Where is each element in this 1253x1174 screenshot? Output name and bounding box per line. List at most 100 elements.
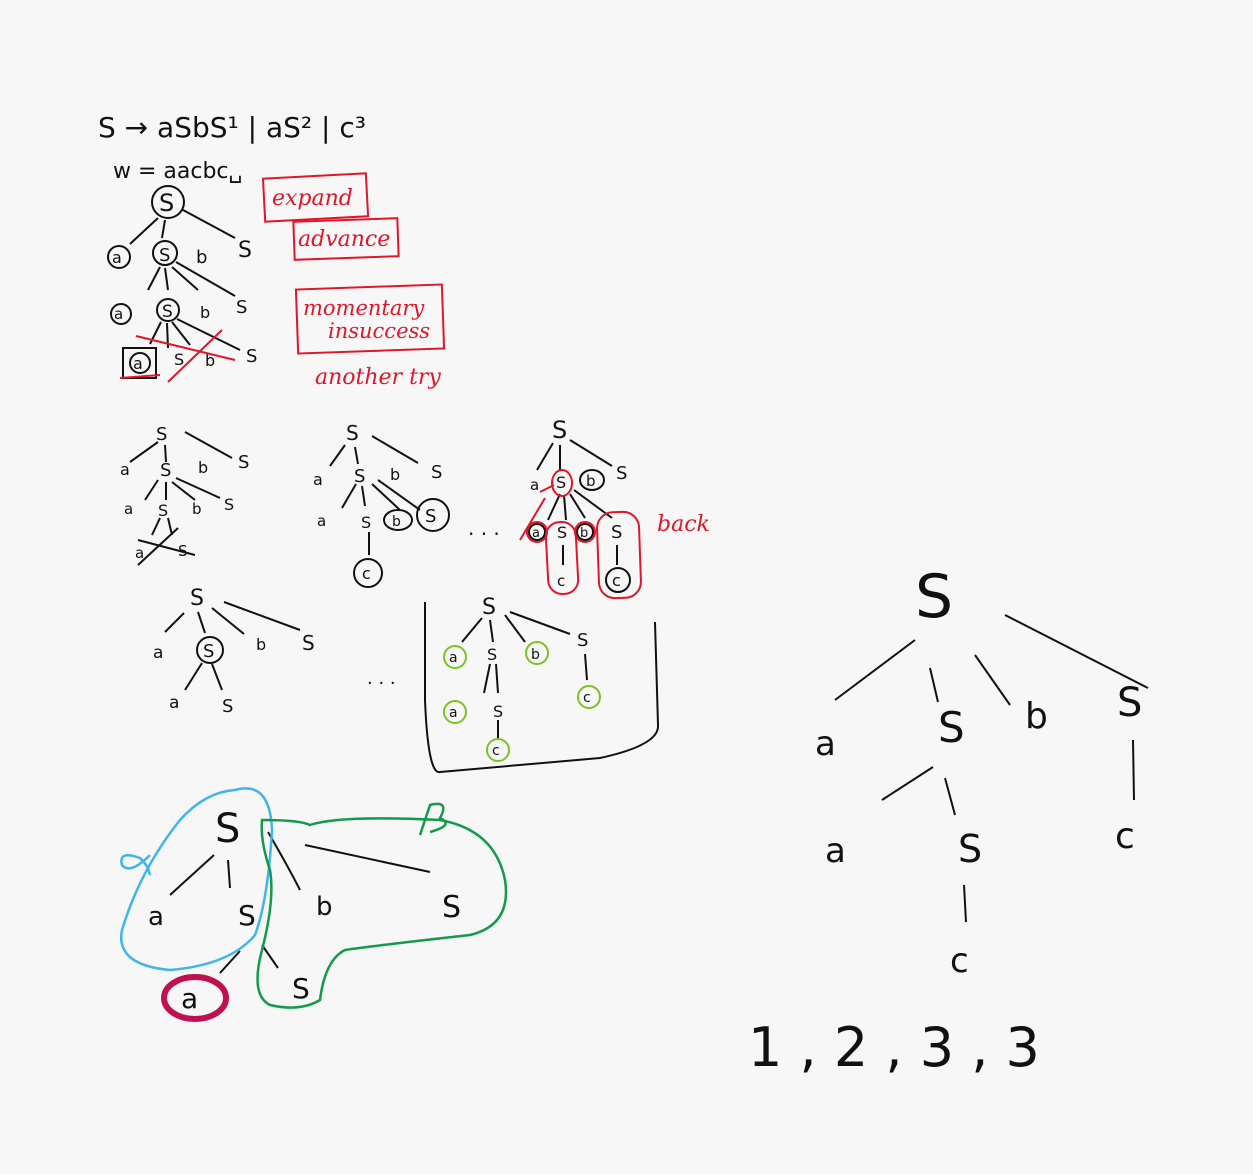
node-c: c bbox=[612, 571, 621, 590]
node-circle bbox=[579, 469, 605, 491]
node-b: b bbox=[1025, 696, 1048, 737]
node-S: S bbox=[354, 466, 365, 487]
highlight-a bbox=[161, 974, 229, 1022]
node-S: S bbox=[160, 460, 171, 481]
node-S: S bbox=[431, 462, 442, 483]
node-S: S bbox=[292, 972, 310, 1005]
grammar-rule: S → aSbS¹ | aS² | c³ bbox=[98, 111, 366, 144]
tree-another-try-labels: S a S b S a S b S c . . . bbox=[313, 421, 500, 583]
tree-edges bbox=[129, 209, 236, 245]
tree-alpha-beta bbox=[169, 831, 431, 974]
matched-node bbox=[577, 685, 601, 709]
node-S: S bbox=[203, 641, 214, 662]
tree-edges bbox=[149, 318, 241, 351]
bracket-frame bbox=[424, 602, 660, 774]
tree-edges bbox=[547, 489, 613, 521]
final-parse-tree bbox=[834, 614, 1149, 923]
node-a: a bbox=[449, 705, 458, 721]
node-b: b bbox=[256, 635, 266, 654]
tree-first-attempt bbox=[107, 185, 241, 379]
back-label: back bbox=[657, 512, 710, 537]
back-arrow bbox=[519, 484, 555, 541]
node-circle bbox=[576, 523, 594, 541]
node-S: S bbox=[611, 522, 622, 543]
advance-label: advance bbox=[298, 227, 390, 252]
advance-box bbox=[292, 217, 400, 261]
expand-label: expand bbox=[272, 186, 353, 211]
node-S: S bbox=[246, 346, 257, 367]
node-circle bbox=[110, 303, 132, 325]
tree-edges bbox=[219, 944, 279, 974]
node-box bbox=[122, 347, 157, 379]
node-a: a bbox=[148, 902, 164, 932]
matched-node bbox=[443, 645, 467, 669]
grammar-rule-text: S → aSbS¹ | aS² | c³ bbox=[98, 111, 366, 144]
node-S: S bbox=[425, 506, 436, 527]
tree-edges bbox=[562, 545, 618, 565]
expand-box bbox=[261, 172, 370, 223]
node-S: S bbox=[159, 245, 170, 266]
tree-edges bbox=[147, 261, 236, 297]
node-S: S bbox=[238, 452, 249, 473]
tree-edges bbox=[144, 477, 221, 501]
tree-edges bbox=[483, 653, 588, 738]
tree-crossed-labels: S a S b S a S b S a S bbox=[120, 424, 249, 562]
matched-node bbox=[486, 738, 510, 762]
highlight-oval bbox=[596, 510, 642, 600]
node-S: S bbox=[158, 501, 168, 520]
expand-note: expand bbox=[261, 172, 370, 223]
node-S: S bbox=[487, 645, 497, 664]
node-circle bbox=[107, 245, 131, 269]
tree-edges bbox=[461, 611, 571, 643]
node-S: S bbox=[557, 523, 567, 542]
node-c: c bbox=[557, 572, 565, 590]
node-circle bbox=[151, 185, 185, 219]
node-S: S bbox=[236, 297, 247, 318]
another-try-label: another try bbox=[315, 365, 441, 390]
node-b: b bbox=[200, 303, 210, 322]
node-c: c bbox=[492, 743, 500, 759]
node-a: a bbox=[181, 982, 198, 1015]
highlight-oval bbox=[544, 520, 580, 596]
alpha-outline bbox=[119, 787, 274, 972]
node-b: b bbox=[531, 647, 540, 663]
node-S: S bbox=[361, 513, 371, 532]
node-c: c bbox=[1115, 816, 1135, 857]
alpha-region bbox=[119, 787, 274, 972]
input-string: w = aacbc␣ bbox=[113, 159, 243, 184]
node-S: S bbox=[178, 542, 188, 560]
node-a: a bbox=[449, 650, 458, 666]
tree-edges bbox=[169, 831, 431, 896]
node-a: a bbox=[112, 248, 122, 267]
node-S: S bbox=[302, 631, 315, 655]
node-S: S bbox=[958, 827, 982, 871]
tree-edges bbox=[137, 517, 196, 566]
derivation-sequence: 1 , 2 , 3 , 3 bbox=[748, 1016, 1040, 1079]
node-S: S bbox=[238, 238, 252, 263]
tree-backtrack-red bbox=[519, 469, 642, 600]
node-S: S bbox=[556, 473, 566, 492]
node-S: S bbox=[222, 696, 233, 717]
node-S: S bbox=[190, 586, 204, 611]
node-S: S bbox=[938, 703, 965, 752]
node-b: b bbox=[390, 465, 400, 484]
tree-another-try bbox=[329, 435, 450, 588]
node-S: S bbox=[915, 562, 953, 632]
strike-lines bbox=[119, 329, 236, 383]
alpha-symbol bbox=[120, 853, 152, 876]
tree-edges bbox=[536, 439, 613, 471]
node-c: c bbox=[362, 564, 371, 583]
tree-edges bbox=[341, 479, 421, 511]
tree-success-green bbox=[443, 641, 601, 762]
ellipsis: . . . bbox=[367, 668, 396, 689]
node-b: b bbox=[586, 472, 596, 490]
node-S: S bbox=[1117, 680, 1142, 726]
node-a: a bbox=[120, 460, 130, 479]
tree-backtrack-labels: S a S b S a S b S c c bbox=[530, 416, 627, 590]
node-S: S bbox=[224, 495, 234, 514]
node-b: b bbox=[316, 892, 333, 922]
node-a: a bbox=[169, 693, 179, 713]
tree-backtrack bbox=[528, 439, 631, 593]
node-circle bbox=[152, 240, 178, 266]
